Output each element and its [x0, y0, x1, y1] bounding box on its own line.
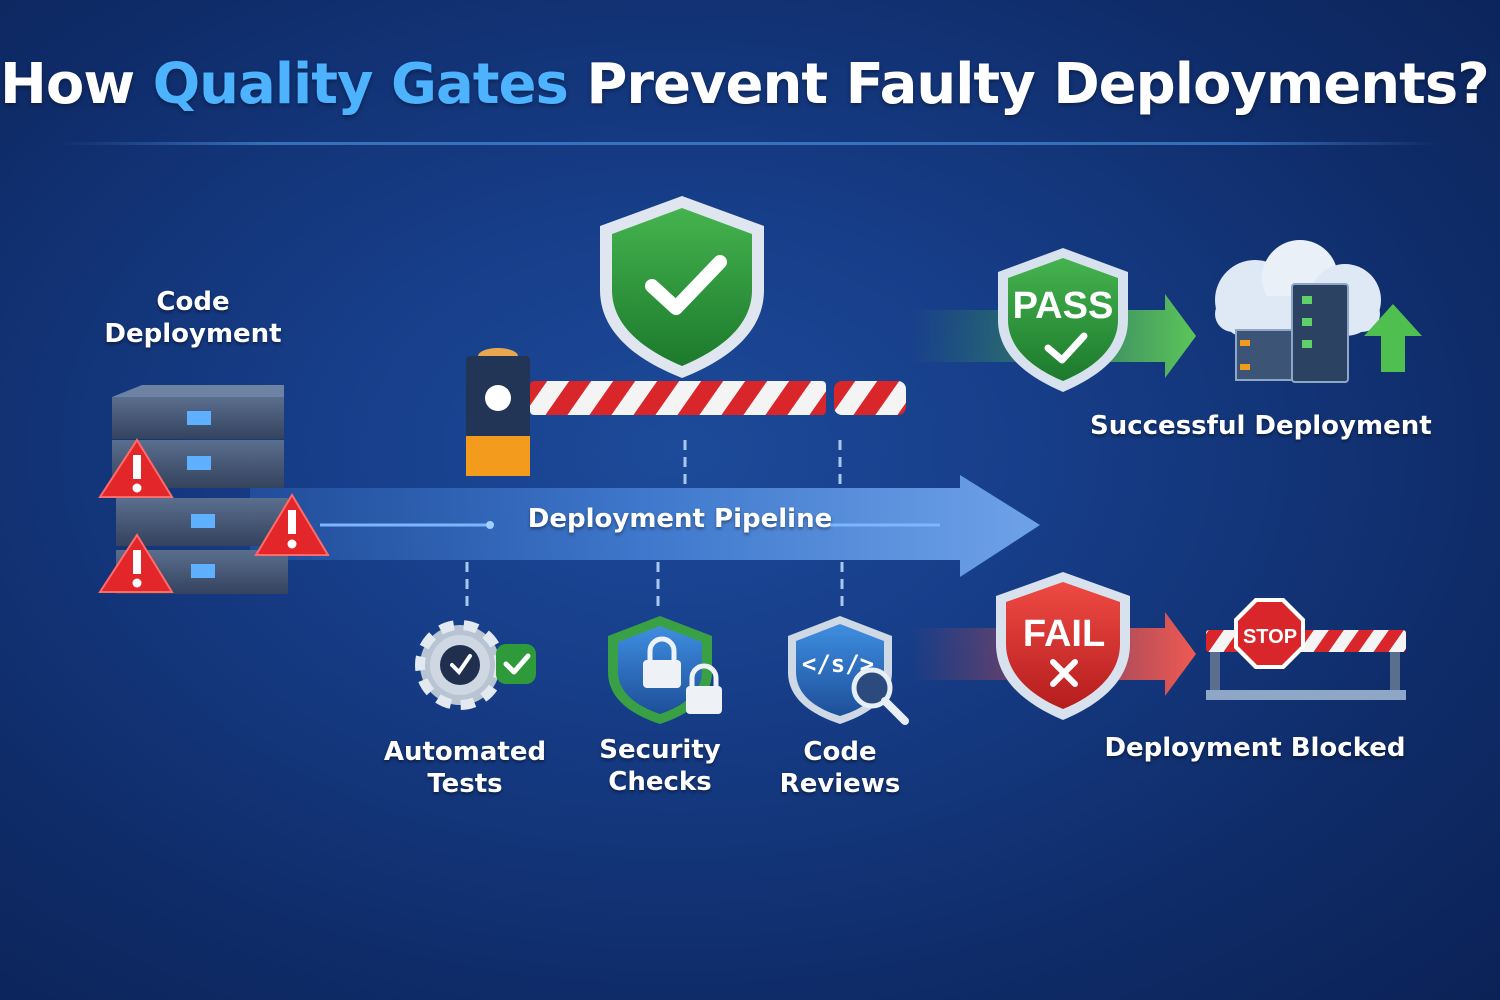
shield-lock-icon	[608, 616, 722, 724]
check-label-security-checks: Security Checks	[575, 734, 745, 798]
barrier-gate-icon	[466, 348, 906, 476]
check-label-line2: Tests	[427, 769, 503, 799]
stop-barrier-icon	[1206, 598, 1406, 700]
shield-check-icon	[600, 196, 764, 378]
title-divider	[60, 142, 1440, 145]
warning-icon	[98, 533, 174, 593]
check-label-line2: Checks	[608, 767, 712, 797]
code-review-icon: </s/>	[788, 616, 909, 725]
pass-badge-text: PASS	[1013, 285, 1114, 327]
stop-sign-text: STOP	[1243, 626, 1297, 648]
title-suffix: Prevent Faulty Deployments?	[567, 52, 1489, 117]
check-label-line1: Automated	[383, 737, 547, 767]
gear-check-icon	[415, 620, 536, 710]
page-title: How Quality Gates Prevent Faulty Deploym…	[0, 52, 1490, 117]
pipeline-label: Deployment Pipeline	[527, 504, 833, 534]
check-label-line2: Reviews	[779, 769, 901, 799]
warning-icon	[254, 493, 330, 556]
fail-outcome-label: Deployment Blocked	[1104, 733, 1406, 763]
check-label-automated-tests: Automated Tests	[380, 736, 550, 800]
title-highlight: Quality Gates	[152, 52, 569, 117]
fail-shield-icon	[996, 572, 1130, 720]
gate-connectors	[465, 440, 844, 612]
source-label-line2: Deployment	[104, 319, 282, 349]
title-prefix: How	[0, 52, 153, 117]
pass-shield-icon	[998, 248, 1128, 392]
cloud-server-icon	[1215, 240, 1422, 383]
pass-outcome-label: Successful Deployment	[1090, 411, 1432, 441]
fail-badge-text: FAIL	[1023, 613, 1105, 655]
check-label-line1: Security	[599, 735, 721, 765]
warning-icon	[98, 438, 174, 498]
pipeline-arrow	[250, 475, 1040, 577]
check-label-line1: Code	[803, 737, 877, 767]
source-label: Code Deployment	[93, 286, 293, 350]
check-label-code-reviews: Code Reviews	[755, 736, 925, 800]
source-label-line1: Code	[156, 287, 230, 317]
